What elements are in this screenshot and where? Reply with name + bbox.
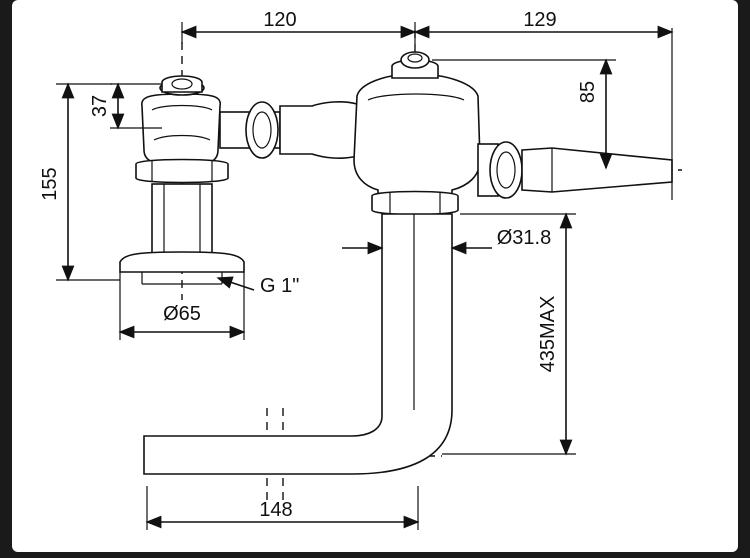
drawing-sheet: 120 129 37 155 85 Ø31.8 G 1" Ø65 435MAX … — [12, 0, 738, 552]
flush-valve-technical-drawing: 120 129 37 155 85 Ø31.8 G 1" Ø65 435MAX … — [39, 9, 682, 530]
dimension-120: 120 — [263, 9, 296, 31]
dimension-thread: G 1" — [260, 275, 299, 297]
dimension-129: 129 — [523, 9, 556, 31]
dimension-148: 148 — [259, 499, 292, 521]
dimension-435max: 435MAX — [537, 296, 559, 373]
dimension-pipe-diameter: Ø31.8 — [497, 227, 551, 249]
dimension-155: 155 — [39, 167, 61, 200]
left-stem-assembly — [119, 75, 245, 285]
dimension-lines — [56, 22, 674, 530]
valve-body — [353, 51, 481, 216]
connecting-union — [219, 101, 358, 159]
dimension-85: 85 — [577, 81, 599, 103]
dimension-base-diameter: Ø65 — [163, 303, 201, 325]
dimension-37: 37 — [89, 95, 111, 117]
flush-pipe — [143, 213, 453, 475]
flush-handle — [477, 141, 673, 199]
dimension-labels: 120 129 37 155 85 Ø31.8 G 1" Ø65 435MAX … — [39, 9, 599, 521]
